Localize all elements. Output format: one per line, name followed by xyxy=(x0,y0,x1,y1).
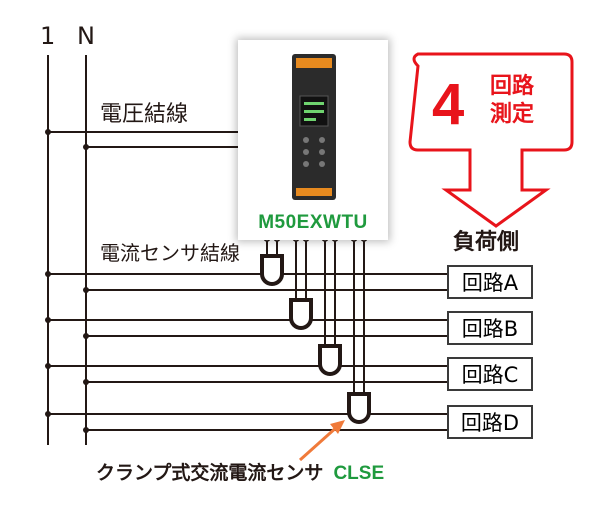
voltage-junction-neutral xyxy=(83,144,89,150)
circuit-box-d-label: 回路D xyxy=(460,411,520,435)
circuit-box-b-label: 回路B xyxy=(461,317,519,341)
callout-line2: 測定 xyxy=(490,102,535,127)
sensor-leads xyxy=(266,241,365,394)
circuit-box-a: 回路A xyxy=(447,265,533,299)
bus-label-line1: 1 xyxy=(40,22,56,50)
device-model-label: M50EXWTU xyxy=(258,212,368,233)
sensor-pointer-arrow xyxy=(298,424,340,462)
current-sensor-a xyxy=(260,254,284,286)
callout-arrow-shape xyxy=(408,52,574,228)
callout-number: 4 xyxy=(432,72,465,137)
voltage-wiring-label: 電圧結線 xyxy=(100,102,189,127)
sensor-caption: クランプ式交流電流センサ CLSE xyxy=(96,458,384,485)
callout-line1: 回路 xyxy=(490,74,535,99)
current-sensor-wiring-label: 電流センサ結線 xyxy=(100,241,240,265)
circuit-box-d: 回路D xyxy=(447,405,533,439)
current-sensor-c xyxy=(318,344,342,376)
device-illustration xyxy=(292,54,336,200)
circuit-box-c-label: 回路C xyxy=(461,363,519,387)
circuit-box-a-label: 回路A xyxy=(461,271,519,295)
load-side-label: 負荷側 xyxy=(453,230,520,255)
circuit-box-b: 回路B xyxy=(447,311,533,345)
bus-label-neutral: N xyxy=(77,22,95,50)
voltage-junction-1 xyxy=(45,129,51,135)
device-card: M50EXWTU xyxy=(238,40,388,240)
current-sensor-d xyxy=(347,392,371,424)
sensor-caption-text: クランプ式交流電流センサ xyxy=(96,462,324,484)
circuit-box-c: 回路C xyxy=(447,357,533,391)
current-sensor-b xyxy=(289,298,313,330)
sensor-product-code: CLSE xyxy=(333,463,385,484)
circuit-lines xyxy=(45,271,447,433)
